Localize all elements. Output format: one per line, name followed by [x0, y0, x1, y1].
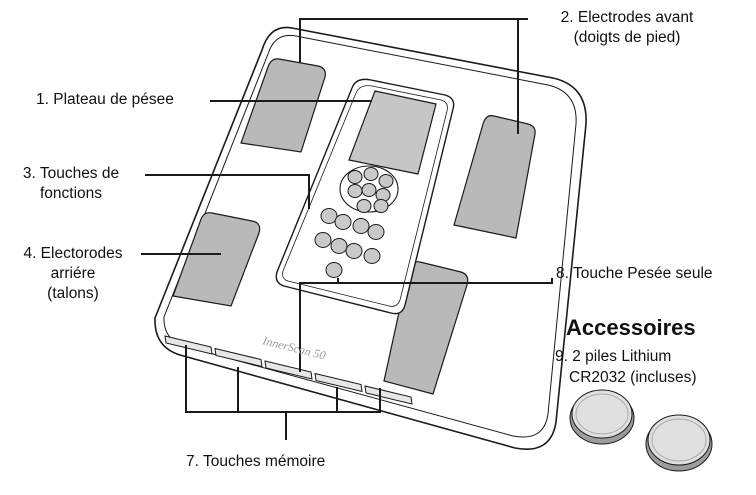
- accessories-item-line2: CR2032 (incluses): [569, 369, 697, 386]
- label-function-keys-line1: 3. Touches de: [22, 165, 120, 182]
- label-weigh-only-key: 8. Touche Pesée seule: [556, 265, 713, 282]
- keypad-key[interactable]: [314, 232, 332, 248]
- lcd-screen: [348, 90, 437, 175]
- keypad-key[interactable]: [330, 238, 348, 254]
- memory-key[interactable]: [264, 360, 313, 380]
- label-front-electrodes-line1: 2. Electrodes avant: [560, 9, 694, 26]
- keypad-key[interactable]: [320, 208, 338, 224]
- label-front-electrodes-line2: (doigts de pied): [573, 29, 681, 46]
- keypad-key[interactable]: [363, 248, 381, 264]
- accessories-item-line1: 9. 2 piles Lithium: [555, 348, 672, 365]
- keypad-key[interactable]: [347, 184, 363, 198]
- accessories-item: 9. 2 piles Lithium CR2032 (incluses): [555, 346, 697, 388]
- keypad-key[interactable]: [325, 262, 343, 278]
- rear-electrode-left: [172, 212, 261, 307]
- memory-key[interactable]: [214, 347, 263, 368]
- keypad-key[interactable]: [352, 218, 370, 234]
- keypad-key[interactable]: [361, 183, 377, 197]
- label-function-keys: 3. Touches de fonctions: [2, 164, 140, 204]
- label-rear-electrodes-line3: (talons): [47, 285, 99, 302]
- keypad-key[interactable]: [347, 170, 363, 184]
- keypad-key[interactable]: [356, 199, 372, 213]
- keypad-key[interactable]: [367, 224, 385, 240]
- display-panel-inner: [282, 85, 448, 307]
- leader-lines: [141, 18, 553, 440]
- battery-coins: [569, 389, 713, 472]
- memory-key[interactable]: [364, 385, 413, 405]
- keypad-key[interactable]: [373, 199, 389, 213]
- accessories-heading: Accessoires: [566, 315, 696, 340]
- keypad-key[interactable]: [345, 243, 363, 259]
- label-function-keys-line2: fonctions: [39, 185, 103, 202]
- label-rear-electrodes: 4. Electorodes arriére (talons): [8, 244, 138, 304]
- label-front-electrodes: 2. Electrodes avant (doigts de pied): [530, 8, 724, 48]
- keypad-key[interactable]: [334, 214, 352, 230]
- scale-inner-rim: [163, 34, 577, 438]
- label-rear-electrodes-line1: 4. Electorodes: [23, 245, 123, 262]
- memory-key[interactable]: [314, 372, 363, 393]
- front-electrode-left: [240, 58, 326, 153]
- label-memory-keys: 7. Touches mémoire: [186, 453, 326, 470]
- label-weighing-platform: 1. Plateau de pésee: [36, 91, 174, 108]
- front-electrode-right: [453, 115, 536, 239]
- keypad-key[interactable]: [378, 174, 394, 188]
- keypad-key[interactable]: [363, 167, 379, 181]
- label-rear-electrodes-line2: arriére: [50, 265, 96, 282]
- memory-key[interactable]: [164, 335, 213, 355]
